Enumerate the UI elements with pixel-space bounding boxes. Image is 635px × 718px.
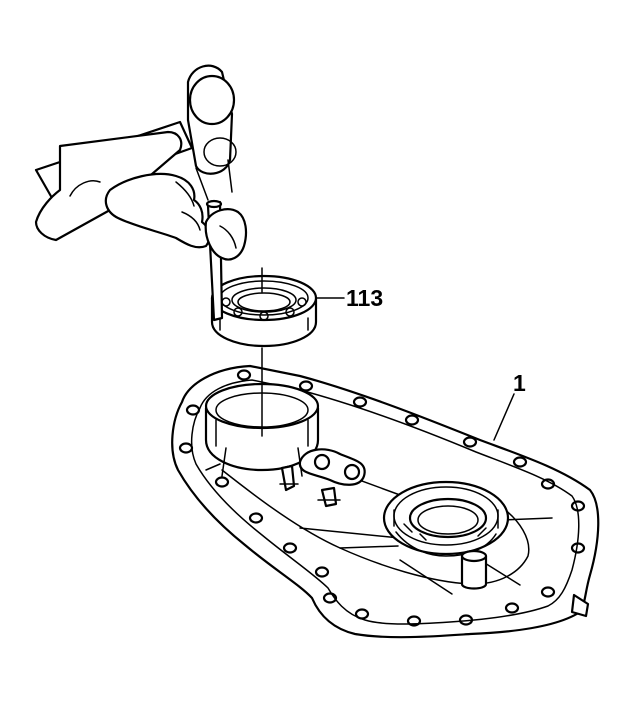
bolt-hole [282,542,298,554]
hammer-hand [104,172,211,249]
bolt-hole [214,476,230,488]
bolt-hole [236,369,252,381]
bolt-hole [570,500,586,512]
sleeve-fold [69,180,101,197]
bolt-hole [504,602,520,614]
callout-label-1: 1 [513,370,526,396]
bolt-hole [570,542,586,554]
bolt-hole [248,512,264,524]
bolt-hole [540,586,556,598]
case-rib [399,559,453,595]
bolt-hole [512,456,528,468]
cam-plate-hole [313,453,331,471]
case-rib [339,545,399,549]
bolt-hole [458,614,474,626]
bolt-hole [314,566,330,578]
rear-bearing [382,480,510,557]
callout-1: 1 [493,370,526,441]
case-half [171,364,600,639]
leader-line-1 [493,393,515,441]
bearing-113 [210,274,318,348]
bolt-holes [178,369,586,627]
bolt-hole [178,442,194,454]
bolt-hole [185,404,201,416]
case-flange-inner [190,379,580,625]
callout-113: 113 [315,285,383,311]
hands [34,130,248,261]
oil-pickup [460,554,488,590]
flange-tab [570,593,590,618]
cam-plate-hole [343,463,361,481]
oil-pickup-opening [460,549,488,563]
bolt-hole [404,414,420,426]
bolt-hole [322,592,338,604]
callout-label-113: 113 [346,285,383,311]
case-cavity [221,469,530,585]
sleeve [34,130,183,242]
bolt-hole [540,478,556,490]
bolt-hole [298,380,314,392]
bolt-hole [354,608,370,620]
bolt-hole [462,436,478,448]
bolt-hole [406,615,422,627]
bolt-hole [352,396,368,408]
